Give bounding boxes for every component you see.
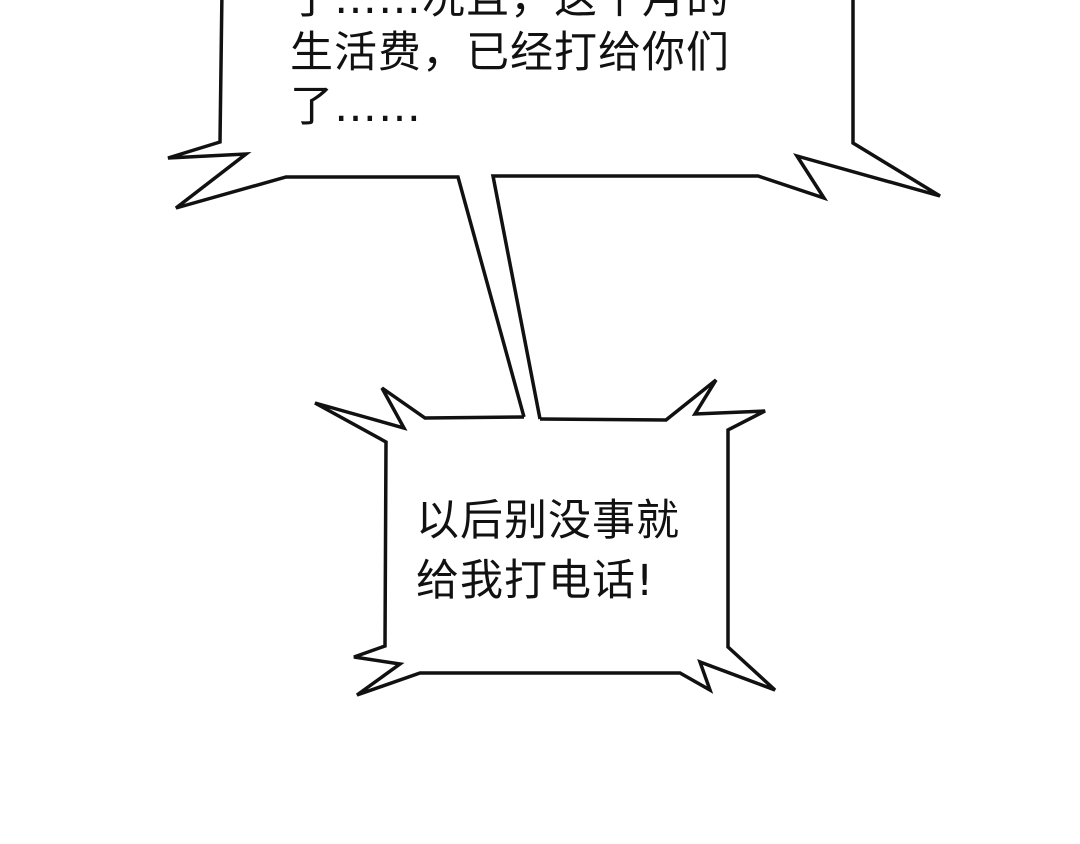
bottom-bubble-line-1: 以后别没事就	[416, 496, 680, 546]
top-bubble-outline	[167, 0, 526, 418]
bottom-bubble-text: 以后别没事就 给我打电话!	[416, 491, 680, 611]
bottom-bubble-outline	[314, 378, 777, 697]
top-bubble-line-1: 了……况且，这个月的	[290, 0, 730, 26]
top-bubble-text: 了……况且，这个月的 生活费，已经打给你们 了……	[290, 0, 730, 134]
top-bubble-line-3: 了……	[290, 82, 422, 132]
bottom-bubble-line-2: 给我打电话!	[416, 556, 655, 606]
top-bubble-line-2: 生活费，已经打给你们	[290, 28, 730, 78]
top-bubble-outline-right	[490, 0, 941, 420]
top-speech-bubble	[168, 0, 940, 695]
